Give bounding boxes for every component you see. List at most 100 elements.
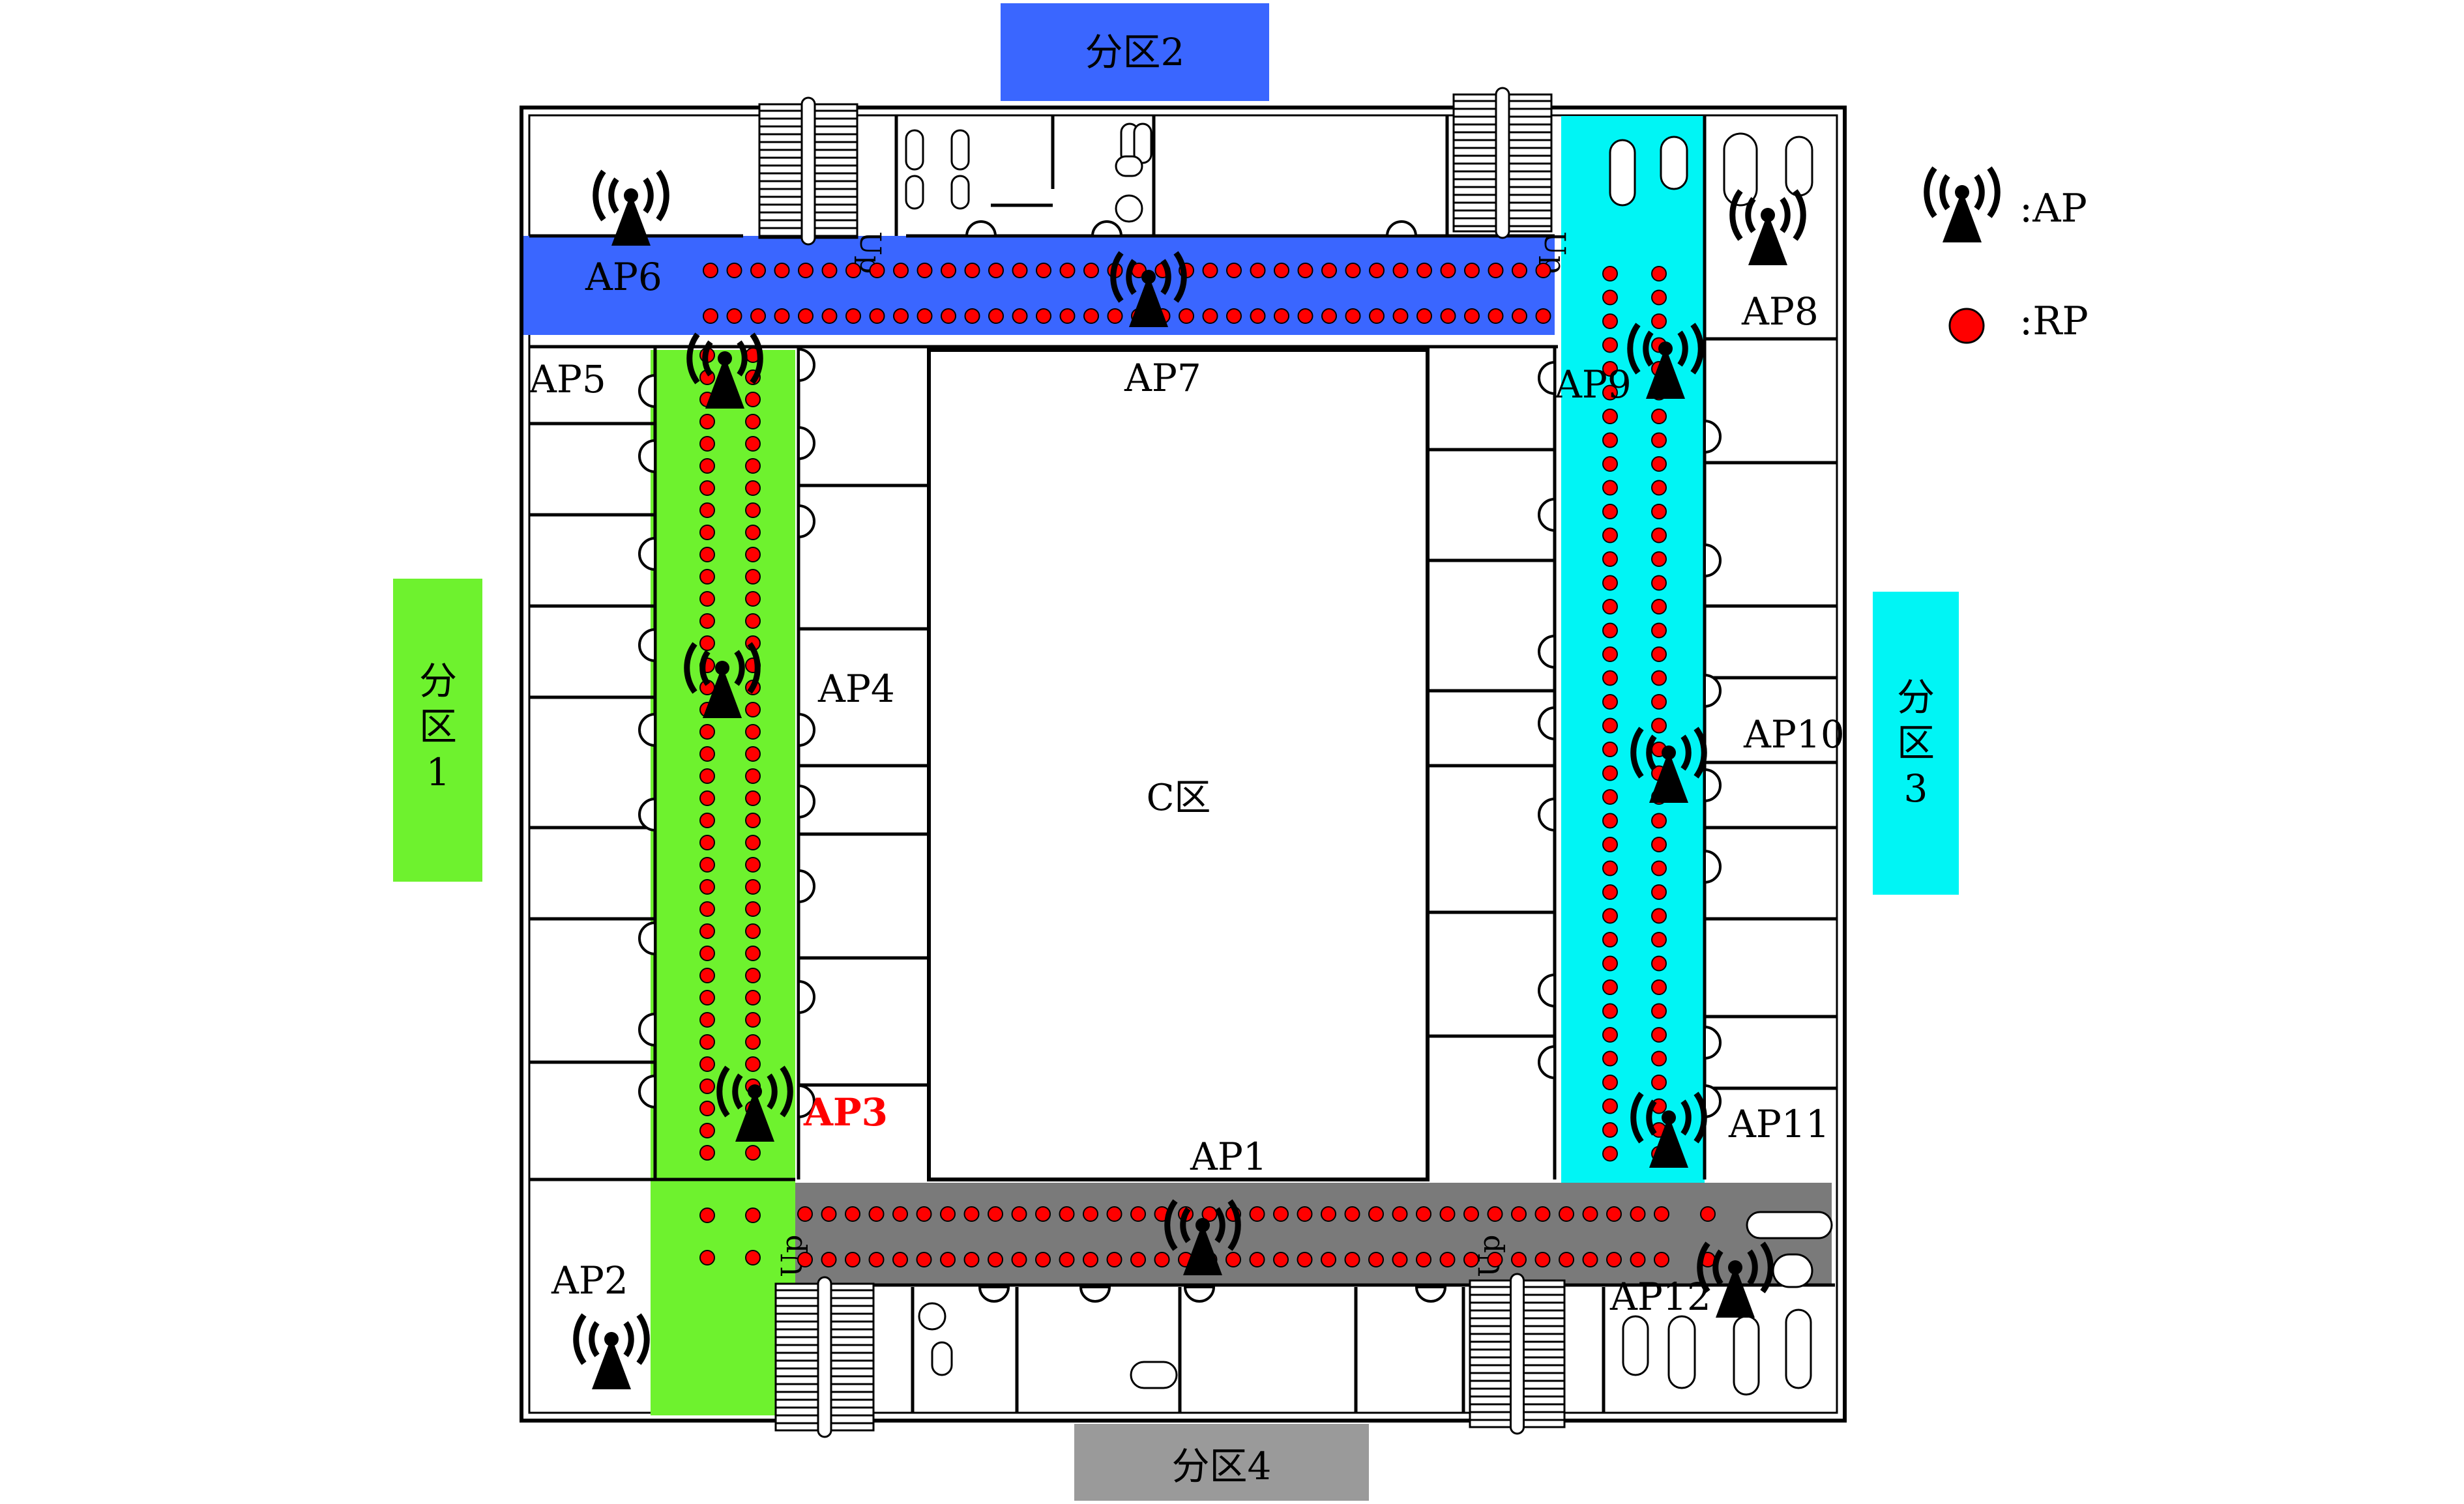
rp-marker — [1651, 551, 1667, 567]
rp-marker — [699, 1078, 715, 1094]
rp-marker — [699, 990, 715, 1005]
rp-marker — [699, 547, 715, 562]
rp-marker — [1651, 860, 1667, 876]
rp-marker — [1602, 717, 1618, 734]
door — [797, 504, 815, 539]
rp-marker — [726, 308, 742, 324]
rp-marker — [940, 1206, 956, 1222]
fixture — [1772, 1253, 1813, 1288]
door — [1538, 634, 1556, 669]
rp-marker — [1602, 955, 1618, 972]
rp-marker — [1602, 694, 1618, 710]
rp-marker — [1651, 908, 1667, 924]
corridors — [523, 116, 1832, 1415]
rp-marker — [1321, 1252, 1336, 1267]
fixture — [1130, 1361, 1178, 1389]
door — [965, 220, 997, 237]
rp-marker — [1602, 789, 1618, 805]
door — [638, 1074, 656, 1109]
rp-marker — [1369, 308, 1385, 324]
rp-marker — [1439, 1252, 1456, 1267]
rp-marker — [1487, 1206, 1503, 1222]
fixture — [1660, 136, 1688, 190]
door — [1703, 673, 1722, 708]
rp-marker — [1369, 263, 1385, 278]
rp-marker — [703, 308, 718, 324]
fixture — [918, 1302, 946, 1331]
ap-label: AP11 — [1728, 1102, 1830, 1146]
rp-marker — [941, 263, 956, 278]
rp-marker — [1012, 308, 1028, 324]
rp-marker — [821, 1252, 837, 1267]
rp-marker — [893, 263, 909, 278]
rp-marker — [699, 1208, 715, 1223]
rp-marker — [1463, 1252, 1479, 1267]
rp-marker — [1602, 1098, 1618, 1114]
door — [1385, 220, 1418, 237]
rp-marker — [1202, 308, 1218, 324]
door — [1703, 543, 1722, 578]
rp-marker — [988, 1252, 1003, 1267]
corridor-bottom — [795, 1183, 1832, 1285]
rp-marker — [745, 835, 761, 850]
rp-marker — [821, 308, 838, 324]
rp-marker — [1602, 1146, 1618, 1162]
rp-marker — [1083, 1252, 1098, 1267]
rp-marker — [1130, 1252, 1146, 1267]
legend-rp-label: :RP — [2019, 298, 2089, 344]
rp-marker — [1083, 263, 1099, 278]
rp-marker — [1602, 884, 1618, 900]
rp-marker — [988, 1206, 1003, 1222]
rp-marker — [1440, 263, 1456, 278]
rp-marker — [941, 308, 956, 324]
rp-marker — [745, 392, 761, 407]
rp-marker — [745, 901, 761, 917]
rp-marker — [1602, 266, 1618, 282]
rp-marker — [1651, 837, 1667, 852]
rp-marker — [1651, 646, 1667, 662]
door — [1703, 1025, 1722, 1060]
ap-6: AP6 — [585, 171, 666, 299]
rp-marker — [798, 308, 814, 324]
rp-marker — [699, 835, 715, 850]
rp-marker — [1602, 908, 1618, 924]
rp-marker — [1036, 308, 1051, 324]
rp-marker — [1416, 1252, 1431, 1267]
rp-marker — [1201, 1206, 1218, 1222]
ap-icon — [576, 1315, 647, 1389]
rp-marker — [1602, 860, 1618, 876]
rp-marker — [1651, 955, 1667, 972]
rp-marker — [1345, 263, 1361, 278]
rp-marker — [1011, 1206, 1027, 1222]
room-walls — [529, 115, 1837, 1413]
rp-marker — [699, 790, 715, 806]
rp-marker — [1297, 308, 1313, 324]
rp-marker — [869, 308, 885, 324]
rp-marker — [745, 1145, 761, 1161]
ap-5: AP5 — [529, 334, 760, 409]
rp-marker — [1534, 1206, 1551, 1222]
rp-marker — [699, 1034, 715, 1050]
rp-marker — [1651, 884, 1667, 900]
rp-marker — [1602, 551, 1618, 567]
rp-marker — [1602, 384, 1618, 401]
ap-label: AP1 — [1190, 1135, 1267, 1179]
rp-marker — [1534, 1252, 1551, 1267]
rp-marker — [1602, 361, 1618, 377]
rp-marker — [1654, 1206, 1669, 1222]
door — [797, 784, 815, 819]
rp-marker — [1602, 480, 1618, 496]
rp-marker — [1651, 504, 1667, 519]
rp-marker — [1107, 308, 1123, 324]
door — [1538, 360, 1556, 396]
rp-marker — [745, 1034, 761, 1050]
rp-marker — [745, 923, 761, 939]
rp-marker — [745, 502, 761, 518]
rp-marker — [745, 525, 761, 540]
zone-1-box: 分 区 1 — [393, 579, 482, 882]
rp-marker — [893, 308, 909, 324]
door — [1703, 1084, 1722, 1119]
rp-marker — [699, 414, 715, 429]
door — [638, 1012, 656, 1047]
zone-3-box: 分 区 3 — [1873, 592, 1959, 895]
